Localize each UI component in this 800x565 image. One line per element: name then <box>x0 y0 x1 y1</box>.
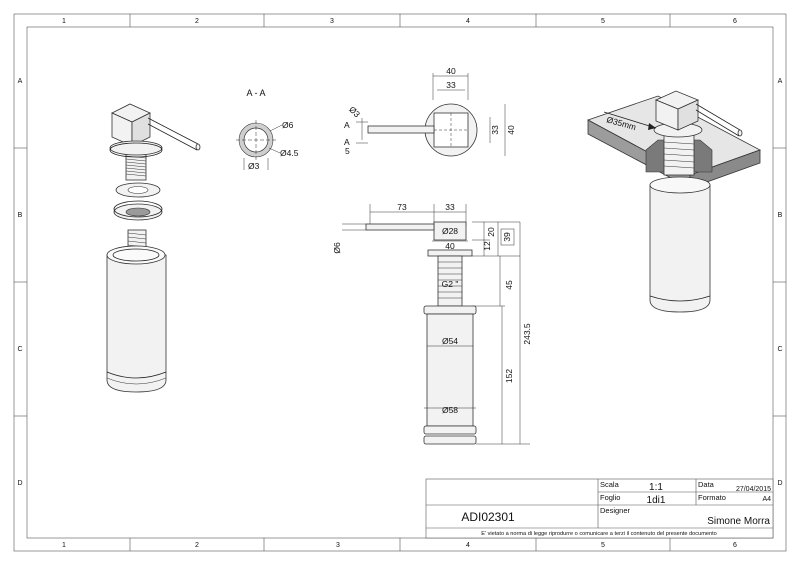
scale-value: 1:1 <box>649 482 663 493</box>
front-h-243-5: 243.5 <box>522 323 532 345</box>
top-height-40: 40 <box>506 125 516 135</box>
section-outer-dia: Ø6 <box>282 120 294 130</box>
col-label-top-6: 6 <box>733 18 737 25</box>
grid-row-labels: A B C D A B C D <box>17 78 782 487</box>
front-dia-58: Ø58 <box>442 405 458 415</box>
col-label-top-3: 3 <box>330 18 334 25</box>
row-label-left-d: D <box>17 480 22 487</box>
front-length-73: 73 <box>397 202 407 212</box>
row-label-right-d: D <box>777 480 782 487</box>
drawing-frame <box>13 13 787 552</box>
sheet-label: Foglio <box>600 493 620 502</box>
top-view: 40 33 Ø3 A A 5 33 40 <box>344 66 516 157</box>
section-wall-dia: Ø4.5 <box>280 148 299 158</box>
section-inner-dia: Ø3 <box>248 161 260 171</box>
col-label-top-1: 1 <box>62 18 66 25</box>
col-label-bottom-3: 3 <box>336 542 340 549</box>
row-label-left-c: C <box>17 346 22 353</box>
installed-iso-view: Ø35mm <box>587 90 761 313</box>
section-mark-a-bottom: A <box>344 137 350 147</box>
row-label-right-b: B <box>778 212 783 219</box>
top-width-40: 40 <box>446 66 456 76</box>
copyright-notice: E' vietato a norma di legge riprodurre o… <box>481 531 717 537</box>
col-label-bottom-4: 4 <box>466 542 470 549</box>
date-value: 27/04/2015 <box>736 486 771 493</box>
sheet-value: 1di1 <box>647 495 666 506</box>
col-label-bottom-5: 5 <box>601 542 605 549</box>
date-label: Data <box>698 480 715 489</box>
row-label-right-c: C <box>777 346 782 353</box>
designer-label: Designer <box>600 506 631 515</box>
top-spout-dia: Ø3 <box>347 104 362 119</box>
scale-label: Scala <box>600 480 620 489</box>
col-label-top-4: 4 <box>466 18 470 25</box>
exploded-iso-view <box>106 103 201 393</box>
col-label-bottom-6: 6 <box>733 542 737 549</box>
front-thread-g2: G2 " <box>442 279 459 289</box>
front-h-152: 152 <box>504 369 514 383</box>
format-value: A4 <box>762 496 771 503</box>
col-label-bottom-2: 2 <box>195 542 199 549</box>
front-length-33: 33 <box>445 202 455 212</box>
format-label: Formato <box>698 493 726 502</box>
front-h-20: 20 <box>486 227 496 237</box>
top-height-33: 33 <box>490 125 500 135</box>
front-spout-dia-6: Ø6 <box>332 242 342 254</box>
top-offset-5: 5 <box>345 146 350 156</box>
row-label-right-a: A <box>778 78 783 85</box>
top-width-33: 33 <box>446 80 456 90</box>
part-code: ADI02301 <box>461 510 515 524</box>
front-h-12: 12 <box>482 241 492 251</box>
col-label-top-2: 2 <box>195 18 199 25</box>
col-label-bottom-1: 1 <box>62 542 66 549</box>
front-h-39: 39 <box>502 232 512 242</box>
front-dia-40: 40 <box>445 241 455 251</box>
front-dia-28: Ø28 <box>442 226 458 236</box>
section-a-a-title: A - A <box>246 88 265 98</box>
grid-column-labels: 1 2 3 4 5 6 1 2 3 4 5 6 <box>62 18 737 549</box>
section-a-a-view: A - A Ø6 Ø4.5 Ø3 <box>236 88 299 171</box>
front-dia-54: Ø54 <box>442 336 458 346</box>
front-h-45: 45 <box>504 280 514 290</box>
front-view: 73 33 Ø6 Ø28 40 G2 " 12 20 39 45 <box>332 202 532 445</box>
title-block: Scala 1:1 Data 27/04/2015 Foglio 1di1 Fo… <box>425 478 774 539</box>
section-mark-a-top: A <box>344 120 350 130</box>
designer-value: Simone Morra <box>707 516 770 527</box>
row-label-left-a: A <box>18 78 23 85</box>
row-label-left-b: B <box>18 212 23 219</box>
col-label-top-5: 5 <box>601 18 605 25</box>
